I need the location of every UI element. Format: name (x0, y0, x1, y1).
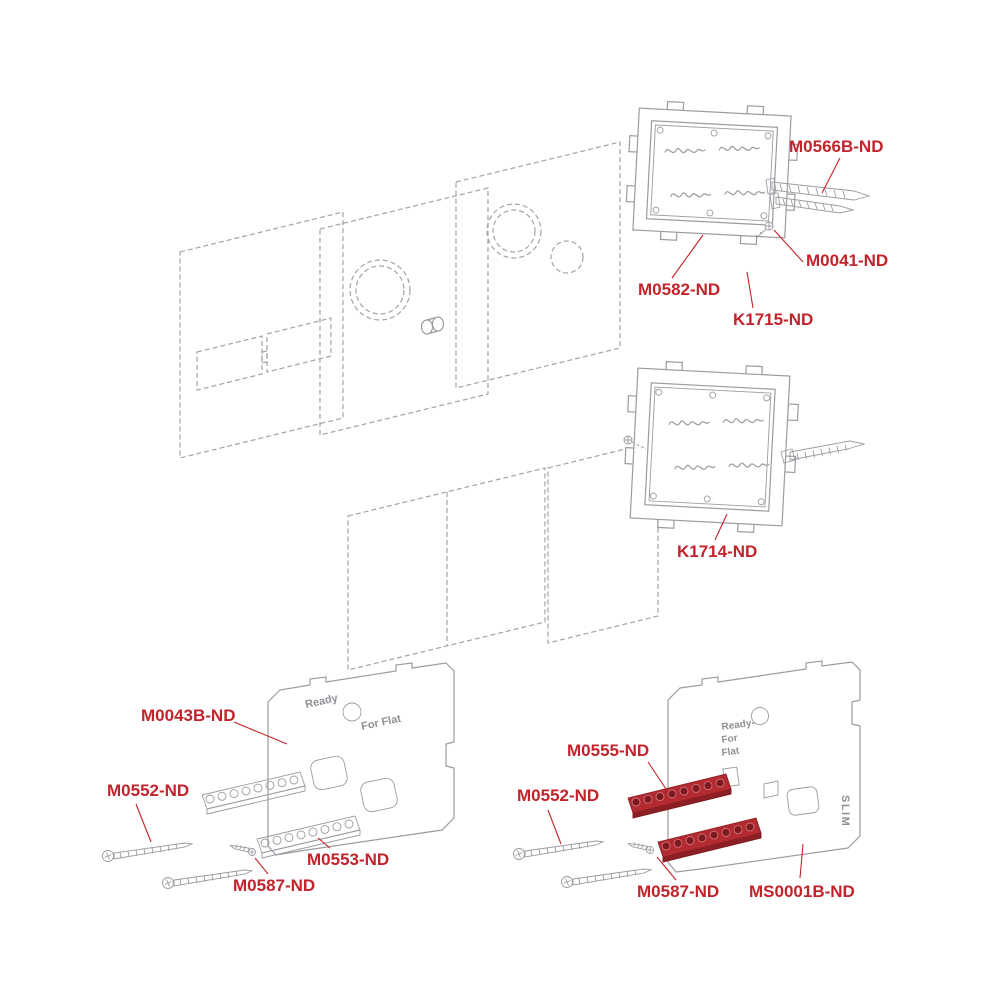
flush-plate-stack (179, 141, 659, 671)
panel-4-split-buttons (347, 467, 546, 671)
small-screw-m0587-left (229, 837, 258, 860)
panel-2-single-button (319, 187, 489, 436)
leader-k1714 (714, 513, 728, 541)
leader-m0552-right (547, 809, 562, 845)
part-label-k1715-nd: K1715-ND (733, 310, 814, 329)
leader-ms0001b (799, 843, 804, 879)
leader-m0555 (647, 761, 669, 793)
mounting-frame-k1714 (624, 360, 799, 534)
leader-m0041 (773, 229, 804, 263)
screw-m0041 (755, 221, 774, 239)
leader-lines (135, 157, 841, 881)
plate-marking-flat-right: Flat (721, 746, 741, 759)
leader-m0582 (671, 234, 704, 279)
screw-m0552-right-1 (513, 840, 604, 860)
part-label-m0552-nd-right: M0552-ND (517, 786, 600, 805)
mounting-frame-k1715 (625, 100, 799, 246)
panel-1-two-buttons (179, 211, 344, 459)
mounting-plate-ms0001b: Ready- For Flat SLIM (667, 660, 861, 873)
part-label-m0587-nd-right: M0587-ND (637, 882, 720, 901)
screw-m0552-left-1 (102, 842, 193, 862)
part-label-m0552-nd-left: M0552-ND (107, 781, 190, 800)
dowel-strip-m0555-2 (657, 817, 762, 863)
part-label-ms0001b-nd: MS0001B-ND (749, 882, 855, 901)
mounting-plate-m0043b: Ready For Flat (267, 662, 455, 856)
plate-marking-slim: SLIM (839, 795, 851, 827)
leader-m0566b (821, 157, 841, 194)
plate-marking-for-right: For (721, 733, 739, 746)
part-label-m0566b-nd: M0566B-ND (789, 137, 884, 156)
dowel-strip-left-1 (201, 771, 306, 815)
fixing-screw-k1714 (623, 435, 647, 450)
leader-m0587-left (254, 857, 269, 875)
part-label-m0587-nd-left: M0587-ND (233, 876, 316, 895)
leader-m0587-right (656, 856, 677, 881)
threaded-rod-k1714 (780, 440, 866, 464)
part-label-m0553-nd: M0553-ND (307, 850, 390, 869)
panel-5-blank (547, 440, 659, 644)
small-screw-m0587-right (627, 835, 656, 858)
plate-marking-ready-right: Ready- (721, 717, 756, 733)
leader-k1715 (746, 271, 754, 309)
part-label-m0041-nd: M0041-ND (806, 251, 889, 270)
threaded-rods-m0566b (765, 177, 871, 214)
leader-m0552-left (135, 803, 152, 843)
button-knob (420, 316, 445, 335)
part-label-m0043b-nd: M0043B-ND (141, 706, 236, 725)
part-label-k1714-nd: K1714-ND (677, 542, 758, 561)
part-label-m0582-nd: M0582-ND (638, 280, 721, 299)
leader-m0043b (233, 721, 288, 745)
leader-m0553 (317, 837, 331, 849)
panel-3-two-holes (455, 141, 621, 389)
dowel-strip-m0555-1 (627, 773, 732, 819)
part-label-m0555-nd: M0555-ND (567, 741, 650, 760)
dowel-strip-left-2 (256, 815, 361, 859)
